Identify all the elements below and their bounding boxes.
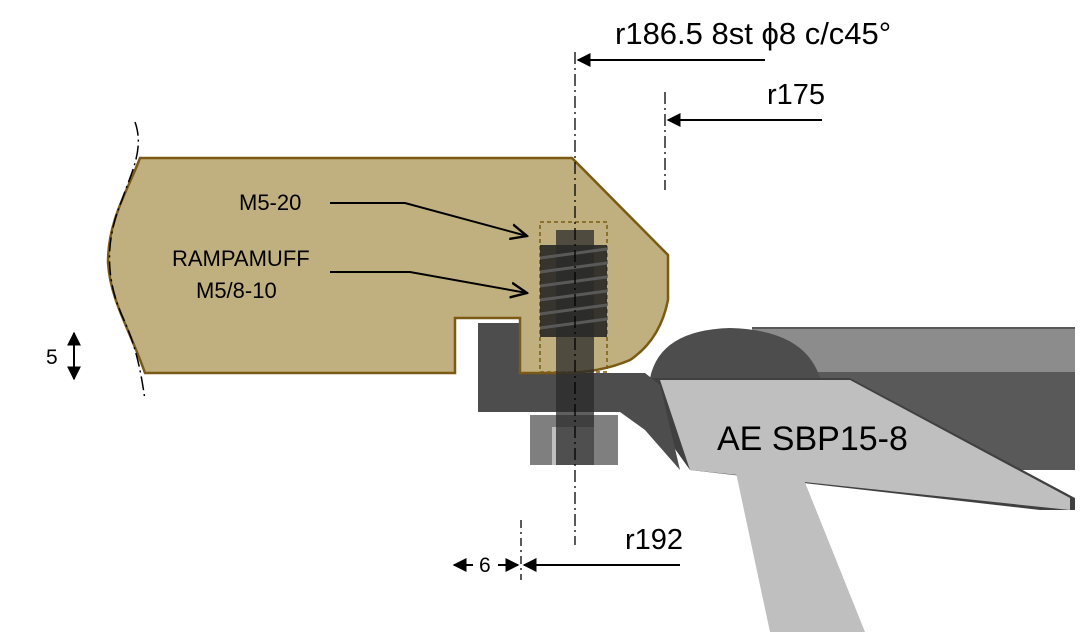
thread-lines (539, 247, 608, 330)
clamp-dome (650, 328, 820, 378)
label-dim-5: 5 (46, 346, 58, 369)
housing-rear-mid (752, 329, 1075, 372)
label-insert-line2: M5/8-10 (196, 278, 277, 303)
label-hole-callout: r186.5 8st ϕ8 c/c45° (615, 16, 891, 51)
label-r192: r192 (625, 524, 683, 556)
leader-insert (330, 271, 527, 293)
flange-lug (478, 323, 519, 383)
break-line (108, 121, 146, 401)
leader-screw (330, 202, 527, 236)
label-dim-6: 6 (479, 554, 491, 577)
label-screw: M5-20 (239, 190, 301, 215)
label-r175: r175 (767, 79, 825, 111)
label-part-name: AE SBP15-8 (717, 420, 908, 458)
workpiece (106, 121, 670, 401)
clamp-handle (735, 468, 865, 632)
label-insert-line1: RAMPAMUFF (172, 246, 310, 271)
flange-plate (478, 373, 680, 470)
